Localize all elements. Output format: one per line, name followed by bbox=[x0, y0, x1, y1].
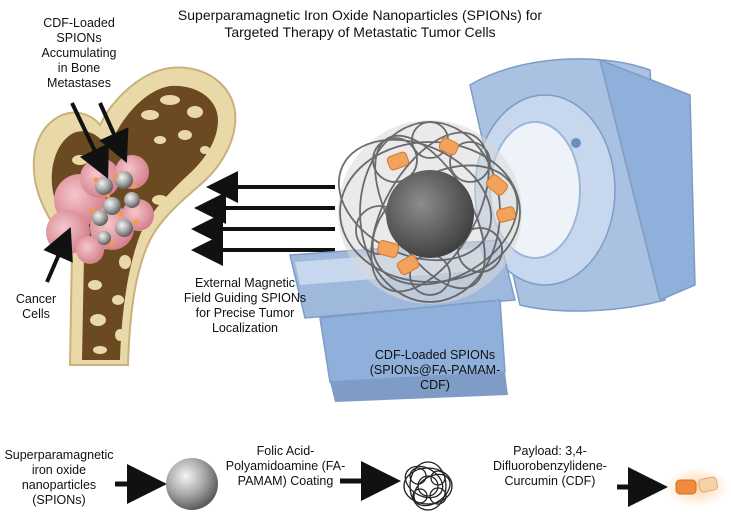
label-magnetic-field: External Magnetic Field Guiding SPIONs f… bbox=[183, 276, 307, 335]
label-bone-metastases: CDF-Loaded SPIONs Accumulating in Bone M… bbox=[41, 16, 117, 90]
cdf-loaded-spion-illustration bbox=[337, 120, 522, 304]
accumulated-spions bbox=[89, 171, 140, 247]
magnetic-field-arrows bbox=[191, 171, 335, 266]
polymer-coil-icon bbox=[403, 461, 453, 511]
diagram-title: Superparamagnetic Iron Oxide Nanoparticl… bbox=[177, 7, 543, 40]
drug-capsule-icon bbox=[665, 467, 729, 507]
sphere-icon bbox=[166, 458, 218, 510]
legend-text-spions: Superparamagnetic iron oxide nanoparticl… bbox=[4, 448, 114, 507]
label-cdf-loaded-spions: CDF-Loaded SPIONs (SPIONs@FA-PAMAM- CDF) bbox=[369, 348, 501, 392]
legend-text-payload: Payload: 3,4- Difluorobenzylidene- Curcu… bbox=[493, 444, 607, 488]
label-cancer-cells: Cancer Cells bbox=[15, 292, 57, 321]
legend-arrows bbox=[115, 461, 668, 507]
legend-text-coating: Folic Acid- Polyamidoamine (FA- PAMAM) C… bbox=[225, 444, 346, 488]
